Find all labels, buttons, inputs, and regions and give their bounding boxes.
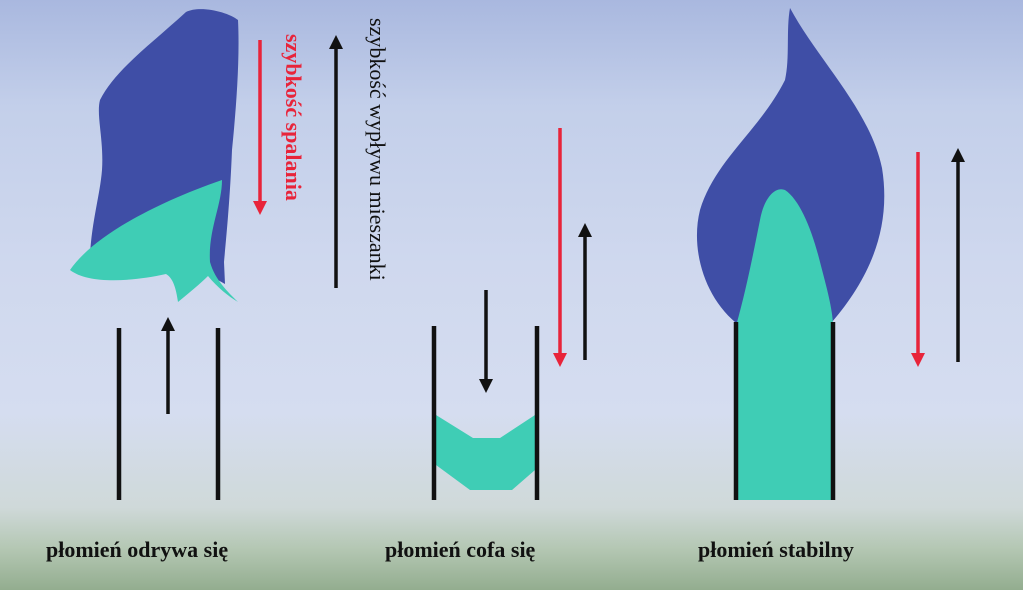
caption-flame-flashback: płomień cofa się: [385, 537, 536, 562]
caption-flame-stable: płomień stabilny: [698, 537, 854, 562]
burning-speed-label: szybkość spalania: [281, 34, 306, 201]
detached-inner-cone: [70, 180, 238, 302]
caption-flame-detaches: płomień odrywa się: [46, 537, 229, 562]
panel-flame-stable: [696, 8, 965, 500]
flashback-inner-cone: [436, 415, 535, 490]
stable-outer-flame: [696, 8, 885, 326]
panel-flame-flashback: [431, 128, 592, 500]
stable-inner-cone: [736, 189, 833, 500]
outflow-speed-label: szybkość wypływu mieszanki: [365, 18, 390, 281]
panel-flame-detaches: [70, 9, 343, 500]
